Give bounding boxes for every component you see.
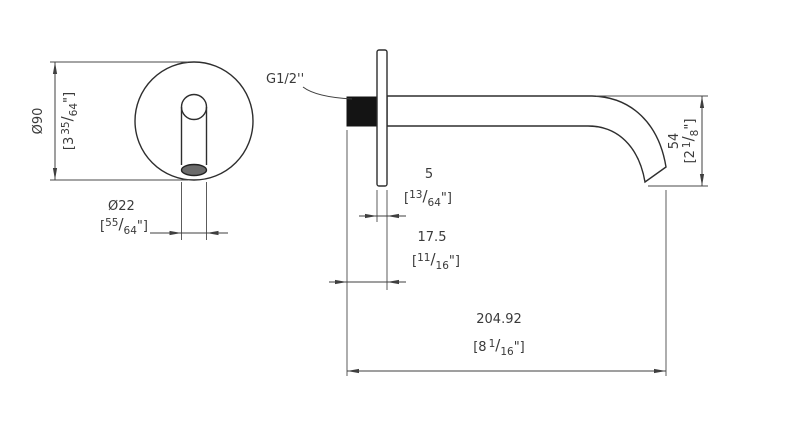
spout-tube-top-circle <box>180 93 208 121</box>
thread-label: G1/2'' <box>266 72 304 87</box>
dim-5-inch: [13/64"] <box>404 187 452 209</box>
spout-outlet-opening <box>180 163 208 177</box>
thread-section <box>346 96 378 127</box>
dim-54-metric: 54 <box>667 133 682 150</box>
dim-dia22-metric: Ø22 <box>108 199 135 214</box>
dim-dia90-metric: Ø90 <box>31 108 46 135</box>
dim-dia90-inch: [335/64"] <box>58 92 80 150</box>
thread-callout: G1/2'' <box>266 72 353 100</box>
leader-line <box>302 86 353 100</box>
dim-5-metric: 5 <box>425 167 433 182</box>
dim-17-5-inch: [11/16"] <box>412 250 460 272</box>
dimension-54: 54 [21/8"] <box>596 95 708 187</box>
wall-flange-plate <box>376 49 388 187</box>
dimension-dia90: Ø90 [335/64"] <box>31 61 188 181</box>
dimension-dia22: Ø22 [55/64"] <box>100 182 228 240</box>
dim-dia22-inch: [55/64"] <box>100 215 148 237</box>
dim-204-92-metric: 204.92 <box>476 312 522 327</box>
dimension-5: 5 [13/64"] <box>359 167 452 290</box>
dimension-17-5: 17.5 [11/16"] <box>329 130 460 376</box>
dim-17-5-metric: 17.5 <box>418 230 447 245</box>
dim-54-inch: [21/8"] <box>679 119 701 164</box>
flange-outline-circle <box>134 61 254 181</box>
spout-tube-profile <box>386 95 667 184</box>
side-view <box>346 49 667 187</box>
front-view <box>134 61 254 181</box>
